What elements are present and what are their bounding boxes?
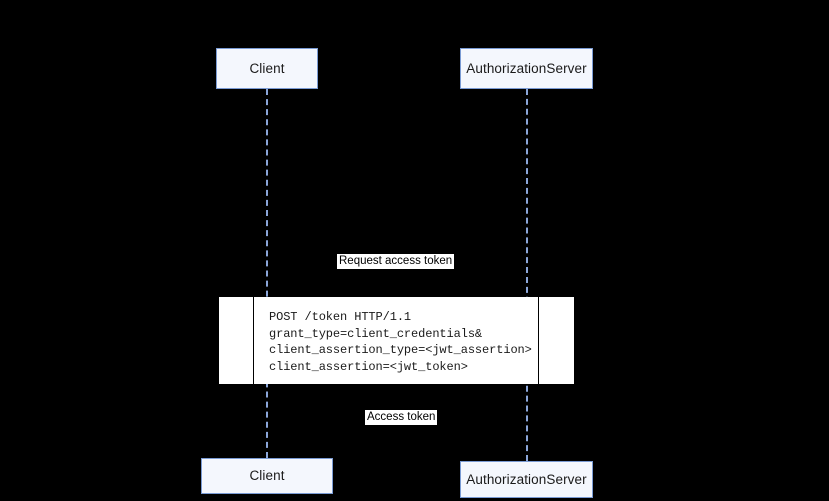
note-panel-main: [254, 297, 538, 384]
note-panel-left: [219, 297, 253, 384]
participant-client-top[interactable]: Client: [216, 48, 318, 89]
lifeline-authorization-server: [526, 89, 528, 461]
message-label-access-token: Access token: [365, 410, 438, 425]
note-panel-right: [539, 297, 574, 384]
participant-client-bottom[interactable]: Client: [201, 458, 333, 494]
note-code-text: POST /token HTTP/1.1 grant_type=client_c…: [269, 310, 532, 374]
message-label-request-access-token: Request access token: [337, 254, 455, 269]
note-token-request: POST /token HTTP/1.1 grant_type=client_c…: [219, 297, 574, 384]
lifeline-client: [266, 89, 268, 458]
participant-authorization-server-bottom[interactable]: AuthorizationServer: [460, 461, 593, 498]
participant-authorization-server-top[interactable]: AuthorizationServer: [460, 48, 593, 89]
